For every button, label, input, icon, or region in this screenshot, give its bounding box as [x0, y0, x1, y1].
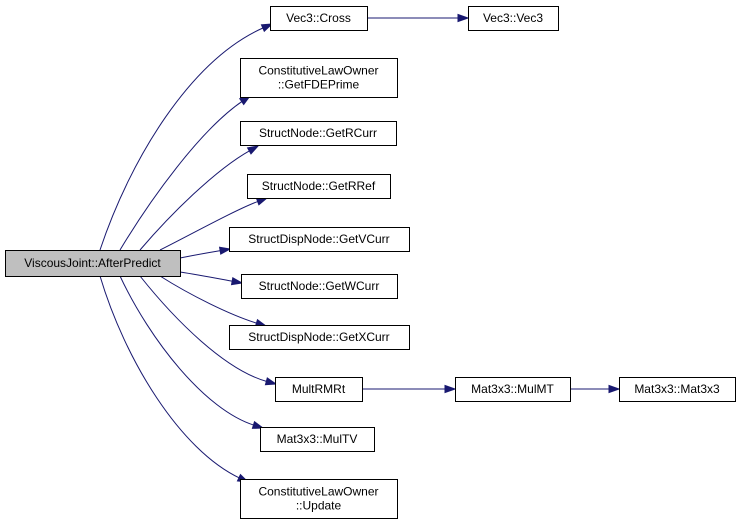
edge-mat3x3-mulmt-to-mat3x3-mat3x3	[570, 384, 621, 394]
edge-viscous-afterpredict-to-structdispnode-getvcurr	[179, 246, 232, 259]
node-claw-getfdeprime[interactable]: ConstitutiveLawOwner::GetFDEPrime	[240, 58, 398, 98]
node-label: StructNode::GetRCurr	[259, 126, 377, 140]
edge-viscous-afterpredict-to-multrmrt	[139, 275, 278, 386]
node-label: ::GetFDEPrime	[278, 78, 360, 92]
edge-line	[159, 200, 259, 251]
edge-line	[139, 149, 251, 251]
node-structdispnode-getvcurr[interactable]: StructDispNode::GetVCurr	[229, 227, 410, 252]
node-box	[455, 377, 571, 402]
arrowhead	[260, 23, 274, 33]
edges-layer	[99, 13, 621, 483]
edge-viscous-afterpredict-to-vec3-cross	[99, 23, 274, 251]
node-label: Vec3::Cross	[286, 11, 351, 25]
node-label: Mat3x3::Mat3x3	[634, 382, 720, 396]
arrowhead	[251, 420, 265, 429]
node-vec3-cross[interactable]: Vec3::Cross	[270, 6, 368, 31]
node-label: ConstitutiveLawOwner	[258, 64, 378, 78]
edge-line	[159, 275, 258, 324]
edge-viscous-afterpredict-to-mat3x3-multv	[119, 275, 265, 429]
node-label: StructNode::GetWCurr	[259, 279, 380, 293]
node-label: StructNode::GetRRef	[262, 179, 376, 193]
node-label: StructDispNode::GetVCurr	[248, 232, 389, 246]
node-box	[229, 227, 410, 252]
arrowhead	[230, 276, 244, 286]
node-box	[5, 250, 181, 277]
node-structdispnode-getxcurr[interactable]: StructDispNode::GetXCurr	[229, 325, 410, 350]
arrowhead	[608, 384, 621, 394]
node-structnode-getrref[interactable]: StructNode::GetRRef	[247, 174, 391, 199]
arrowhead	[264, 377, 278, 386]
node-structnode-getwcurr[interactable]: StructNode::GetWCurr	[241, 274, 398, 299]
node-structnode-getrcurr[interactable]: StructNode::GetRCurr	[240, 121, 397, 146]
edge-vec3-cross-to-vec3-vec3	[367, 13, 470, 23]
node-box	[275, 377, 363, 402]
node-mat3x3-multv[interactable]: Mat3x3::MulTV	[260, 427, 375, 452]
nodes-layer: ViscousJoint::AfterPredict Vec3::Cross Vec…	[5, 6, 736, 519]
node-box	[260, 427, 375, 452]
node-label: ViscousJoint::AfterPredict	[24, 256, 161, 270]
node-box	[241, 274, 398, 299]
node-label: ::Update	[296, 499, 342, 513]
edge-line	[119, 275, 255, 426]
node-label: Vec3::Vec3	[483, 11, 543, 25]
arrowhead	[246, 145, 260, 155]
edge-line	[179, 249, 222, 259]
arrowhead	[457, 13, 470, 23]
arrowhead	[444, 384, 457, 394]
node-label: StructDispNode::GetXCurr	[248, 330, 389, 344]
edge-multrmrt-to-mat3x3-mulmt	[362, 384, 457, 394]
node-box	[619, 377, 736, 402]
edge-line	[119, 100, 243, 251]
node-box	[240, 479, 398, 519]
edge-line	[139, 275, 268, 383]
node-viscous-afterpredict: ViscousJoint::AfterPredict	[5, 250, 181, 277]
node-box	[240, 58, 398, 98]
edge-line	[99, 27, 264, 251]
edge-viscous-afterpredict-to-claw-update	[99, 275, 250, 483]
node-mat3x3-mat3x3[interactable]: Mat3x3::Mat3x3	[619, 377, 736, 402]
node-label: ConstitutiveLawOwner	[258, 485, 378, 499]
node-label: MultRMRt	[292, 382, 346, 396]
node-box	[247, 174, 391, 199]
node-mat3x3-mulmt[interactable]: Mat3x3::MulMT	[455, 377, 571, 402]
edge-line	[179, 271, 234, 282]
node-vec3-vec3[interactable]: Vec3::Vec3	[468, 6, 559, 31]
node-box	[468, 6, 559, 31]
arrowhead	[255, 197, 269, 206]
node-label: Mat3x3::MulTV	[277, 432, 358, 446]
node-multrmrt[interactable]: MultRMRt	[275, 377, 363, 402]
edge-viscous-afterpredict-to-structnode-getwcurr	[179, 271, 244, 286]
node-label: Mat3x3::MulMT	[471, 382, 554, 396]
node-box	[270, 6, 368, 31]
arrowhead	[218, 246, 232, 255]
node-claw-update[interactable]: ConstitutiveLawOwner::Update	[240, 479, 398, 519]
node-box	[229, 325, 410, 350]
edge-viscous-afterpredict-to-structnode-getrcurr	[139, 145, 260, 251]
edge-line	[99, 275, 241, 479]
edge-viscous-afterpredict-to-structdispnode-getxcurr	[159, 275, 268, 327]
edge-viscous-afterpredict-to-claw-getfdeprime	[119, 95, 252, 251]
node-box	[240, 121, 397, 146]
